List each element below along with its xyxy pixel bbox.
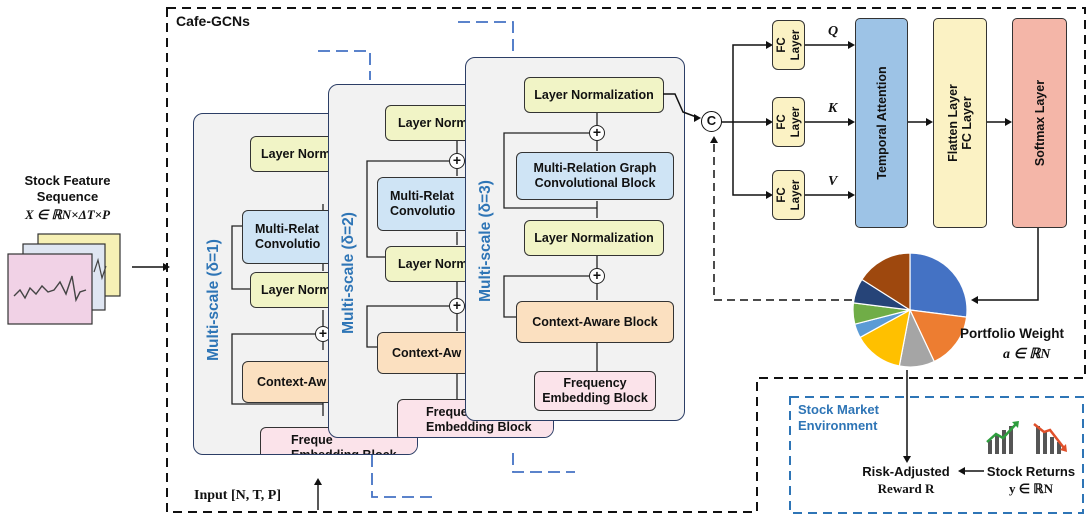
env-title-line1: Stock Market xyxy=(798,402,879,417)
concat-op: C xyxy=(701,111,722,132)
input-arrow xyxy=(314,478,322,510)
mr-2-line2: Convolutio xyxy=(390,204,456,218)
stock-sequence-icon xyxy=(7,233,170,325)
temporal-attention: Temporal Attention xyxy=(855,18,908,228)
add-3a: + xyxy=(589,268,605,284)
returns-label: Stock Returns y ∈ ℝN xyxy=(981,463,1081,497)
trend-down-icon xyxy=(1033,423,1067,454)
reward-label: Risk-Adjusted Reward R xyxy=(855,463,957,497)
input-seq-title: Stock Feature Sequence xyxy=(0,173,135,205)
layer-norm-3-mid: Layer Normalization xyxy=(524,220,664,256)
model-title: Cafe-GCNs xyxy=(176,13,250,29)
fc-k-line1: FC xyxy=(775,114,788,130)
flatten-line2: FC Layer xyxy=(960,96,974,150)
v-label: V xyxy=(828,174,838,189)
softmax-layer: Softmax Layer xyxy=(1012,18,1067,228)
pie-slice-1 xyxy=(909,252,968,318)
freq-3-line2: Embedding Block xyxy=(542,391,648,405)
freq-2-line1: Freque xyxy=(426,405,468,419)
reward-line2: Reward R xyxy=(877,481,935,496)
mr-1-line1: Multi-Relat xyxy=(255,222,319,236)
environment-frame xyxy=(789,396,1084,514)
portfolio-pie xyxy=(852,252,968,368)
pie-slice-2 xyxy=(908,309,968,363)
fc-v-line2: Layer xyxy=(789,179,802,211)
returns-line1: Stock Returns xyxy=(986,464,1076,479)
portfolio-formula: a ∈ ℝN xyxy=(1003,347,1051,362)
softmax-label: Softmax Layer xyxy=(1032,79,1047,167)
env-title: Stock Market Environment xyxy=(798,402,879,434)
fc-k-line2: Layer xyxy=(789,106,802,138)
scale-shadow-3 xyxy=(371,455,437,498)
k-label: K xyxy=(828,101,838,116)
scale-panel-3: + + Layer Normalization Multi-Relation G… xyxy=(465,57,685,421)
returns-line2: y ∈ ℝN xyxy=(1008,481,1053,496)
freq-1-line1: Freque xyxy=(291,433,333,447)
stock-trend-icons xyxy=(986,421,1067,454)
scale-shadow-4 xyxy=(512,453,575,473)
scale-shadow-2 xyxy=(458,21,514,56)
flatten-line1: Flatten Layer xyxy=(946,84,960,162)
temporal-attention-label: Temporal Attention xyxy=(874,66,889,180)
mr-2-line1: Multi-Relat xyxy=(390,189,454,203)
fc-v-line1: FC xyxy=(775,187,788,203)
pie-slice-8 xyxy=(861,252,911,312)
freq-3-line1: Frequency xyxy=(563,376,627,390)
fc-q-line1: FC xyxy=(775,37,788,53)
freq-1-line2: Embedding Block xyxy=(291,448,397,455)
fc-q-line2: Layer xyxy=(789,29,802,61)
reward-line1: Risk-Adjusted xyxy=(862,464,950,479)
env-title-line2: Environment xyxy=(798,418,878,433)
mr-1-line2: Convolutio xyxy=(255,237,321,251)
add-2a: + xyxy=(449,298,465,314)
portfolio-title: Portfolio Weight xyxy=(960,326,1064,341)
input-seq-title-line1: Stock Feature xyxy=(24,173,111,188)
input-seq-formula: X ∈ ℝN×ΔT×P xyxy=(24,207,111,222)
panel-3-arrows xyxy=(503,113,598,371)
q-label: Q xyxy=(828,24,839,39)
layer-norm-3-top: Layer Normalization xyxy=(524,77,664,113)
input-dims: Input [N, T, P] xyxy=(194,488,282,503)
freq-2-line2: Embedding Block xyxy=(426,420,532,434)
mr-3-line1: Multi-Relation Graph xyxy=(533,161,657,175)
cafe-gcns-frame xyxy=(166,7,1086,513)
input-seq-title-line2: Sequence xyxy=(36,189,99,204)
returns-to-reward-arrow xyxy=(958,467,984,475)
add-2b: + xyxy=(449,153,465,169)
add-3b: + xyxy=(589,125,605,141)
trend-up-icon xyxy=(986,421,1019,454)
context-aware-3: Context-Aware Block xyxy=(516,301,674,343)
mr-3-line2: Convolutional Block xyxy=(534,176,656,190)
